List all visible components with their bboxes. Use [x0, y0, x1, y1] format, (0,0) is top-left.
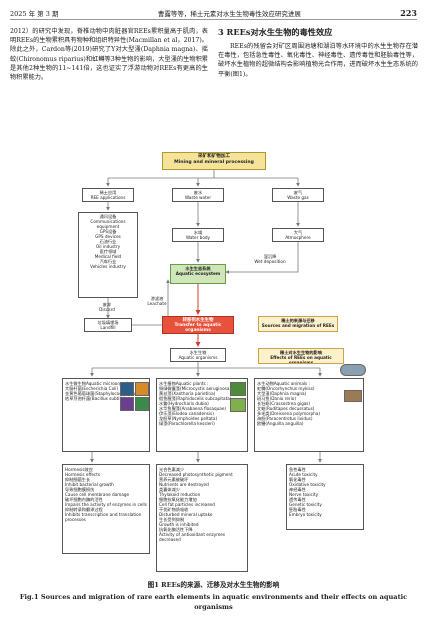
- left-paragraph: 2012）的研究中发现，脊椎动物中肉脏器官REEs累积量高于肌肉，表明REEs的…: [10, 28, 208, 82]
- running-title: 曹露等等，稀土元素对水生生物毒性效应研究进展: [157, 10, 301, 18]
- applications-list-box: 通讯设备 Communications equipment GPS设备 GPS …: [78, 212, 138, 298]
- fish-photo: [340, 364, 366, 376]
- leachate-label: 渗滤液 Leachate: [147, 296, 167, 306]
- microbe-photo-1: [120, 382, 134, 396]
- water-body-box: 水域 Water body: [172, 228, 224, 242]
- right-paragraph: REEs的残留会对矿区周围池塘和湖泊等水环境中的水生生物存在潜在毒性，包括急性毒…: [218, 43, 418, 78]
- discard-label: 废弃 Discard: [99, 302, 115, 312]
- sources-legend: 稀土的来源与迁移 Sources and migration of REEs: [258, 316, 338, 332]
- aquatic-organisms-box: 水生生物 Aquatic organisms: [170, 348, 226, 362]
- wet-deposition-label: 湿沉降 Wet deposition: [254, 254, 286, 264]
- effects-legend: 稀土对水生生物的影响 Effects of REEs on aquatic or…: [258, 348, 344, 364]
- figure-caption-cn: 图1 REEs的来源、迁移及对水生生物的影响: [147, 581, 280, 589]
- mining-box: 采矿和矿物加工 Mining and mineral processing: [162, 152, 266, 170]
- micro-effects-box: Hormesis效应 Hormesis effects 抑制细菌生长 Inhib…: [62, 464, 150, 554]
- issue-label: 2025 年 第 3 期: [10, 10, 59, 18]
- plant-photo-2: [230, 398, 246, 412]
- landfill-box: 垃圾填埋场 Landfill: [84, 318, 132, 332]
- animal-effects-box: 急性毒性 Acute toxicity 氧化毒性 Oxidative toxic…: [286, 464, 364, 530]
- transfer-box: 转移到水生生物 Transfer to aquatic organisms: [162, 316, 234, 334]
- right-column: 3 REEs对水生生物的毒性效应 REEs的残留会对矿区周围池塘和湖泊等水环境中…: [218, 27, 418, 79]
- microbe-photo-2: [135, 382, 149, 396]
- ree-applications-box: 稀土应用 REE applications: [82, 188, 134, 202]
- waste-gas-box: 废气 Waste gas: [272, 188, 324, 202]
- flow-arrows: [90, 170, 322, 463]
- page-number: 223: [400, 8, 417, 18]
- aquatic-ecosystem-box: 水生生态系统 Aquatic ecosystem: [170, 264, 226, 284]
- plant-photo-1: [230, 382, 246, 396]
- page-header: 2025 年 第 3 期 曹露等等，稀土元素对水生生物毒性效应研究进展 223: [10, 8, 417, 20]
- waste-water-box: 废水 Waste water: [172, 188, 224, 202]
- plant-effects-box: 光合色素减少 Decreased photosynthetic pigment …: [156, 464, 248, 572]
- microbe-photo-4: [135, 397, 149, 411]
- figure-1: 采矿和矿物加工 Mining and mineral processing 稀土…: [58, 150, 370, 575]
- oyster-photo: [344, 390, 362, 402]
- section-title: 3 REEs对水生生物的毒性效应: [218, 27, 333, 37]
- left-column: 2012）的研究中发现，脊椎动物中肉脏器官REEs累积量高于肌肉，表明REEs的…: [10, 27, 208, 82]
- microbe-photo-3: [120, 397, 134, 411]
- atmosphere-box: 大气 Atmosphere: [272, 228, 324, 242]
- figure-caption-en: Fig.1 Sources and migration of rare eart…: [19, 593, 408, 611]
